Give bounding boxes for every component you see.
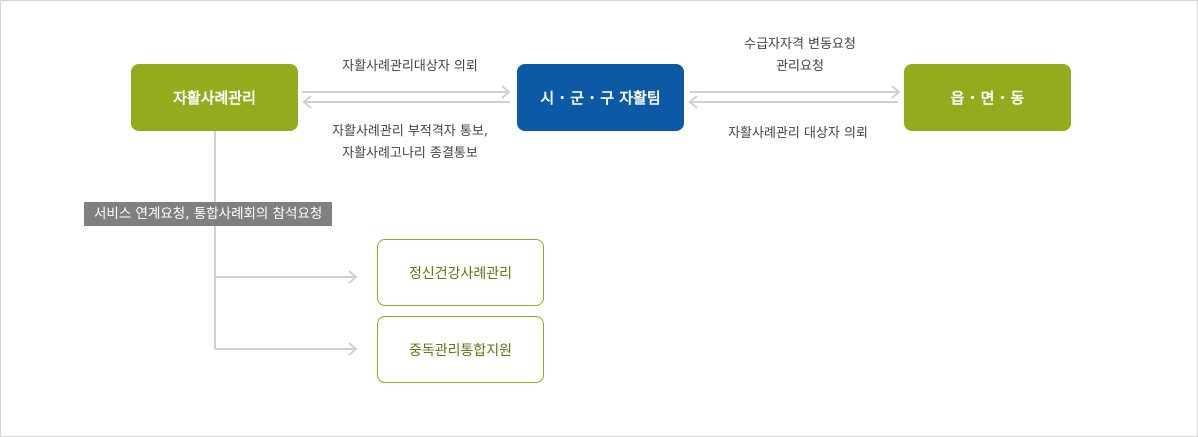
- edge-label-town-to-city: 자활사례관리 대상자 의뢰: [728, 126, 868, 141]
- edge-label-city-to-town-line1: 수급자자격 변동요청: [744, 37, 856, 52]
- arrowhead-city-to-self: [302, 95, 312, 109]
- arrowhead-to-mental: [348, 270, 358, 284]
- node-town: 읍 · 면 · 동: [904, 64, 1071, 131]
- arrowhead-town-to-city: [688, 95, 698, 109]
- arrowhead-to-addiction: [348, 342, 358, 356]
- edge-label-self-to-city: 자활사례관리대상자 의뢰: [342, 59, 478, 74]
- arrowhead-city-to-town: [891, 85, 901, 99]
- arrowhead-self-to-city: [501, 85, 511, 99]
- node-addiction-center: 중독관리통합지원: [377, 316, 544, 383]
- node-self-case-management: 자활사례관리: [131, 64, 298, 131]
- service-request-tag: 서비스 연계요청, 통합사례회의 참석요청: [84, 202, 333, 226]
- node-mental-health: 정신건강사례관리: [377, 239, 544, 306]
- edge-label-city-to-self-line1: 자활사례관리 부적격자 통보,: [332, 124, 488, 139]
- node-city-team: 시 · 군 · 구 자활팀: [517, 64, 684, 131]
- edge-label-city-to-town-line2: 관리요청: [776, 59, 824, 74]
- edge-label-city-to-town: 수급자자격 변동요청 관리요청: [700, 34, 900, 78]
- edge-label-city-to-self-line2: 자활사례고나리 종결통보: [342, 146, 478, 161]
- edge-label-city-to-self: 자활사례관리 부적격자 통보, 자활사례고나리 종결통보: [300, 121, 520, 165]
